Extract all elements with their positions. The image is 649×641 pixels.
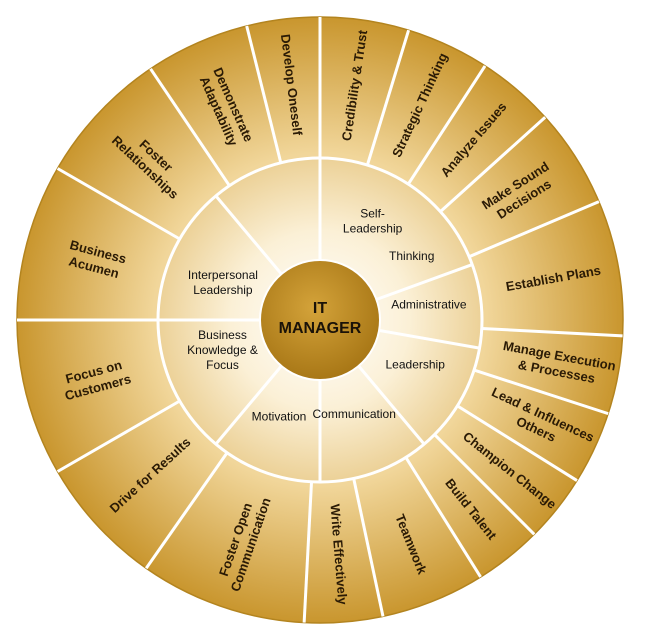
outer-divider	[439, 116, 547, 213]
outer-divider	[365, 29, 411, 166]
category-self-leadership-line: Self-	[360, 207, 385, 221]
outer-divider	[473, 368, 609, 416]
outer-divider	[481, 326, 623, 338]
outer-divider	[149, 67, 231, 187]
category-administrative: Administrative	[391, 298, 467, 312]
outer-divider	[352, 478, 385, 617]
category-business-knowledge-line: Focus	[206, 358, 239, 372]
inner-divider	[214, 364, 283, 446]
category-communication-line: Communication	[313, 407, 396, 421]
inner-labels: Self-LeadershipThinkingAdministrativeLea…	[187, 207, 467, 424]
outer-dividers	[17, 17, 623, 623]
category-business-knowledge-line: Knowledge &	[187, 343, 258, 357]
category-leadership: Leadership	[386, 357, 446, 371]
category-leadership-line: Leadership	[386, 357, 446, 371]
outer-divider	[456, 404, 578, 482]
category-interpersonal-leadership-line: Leadership	[193, 283, 253, 297]
inner-divider	[378, 328, 480, 350]
outer-divider	[144, 451, 229, 570]
center-title-line2: MANAGER	[279, 320, 362, 337]
inner-divider	[357, 364, 426, 446]
category-self-leadership: Self-Leadership	[343, 207, 403, 236]
outer-divider	[404, 456, 482, 578]
center-hub	[259, 259, 381, 381]
inner-divider	[214, 194, 283, 276]
inner-dividers	[158, 158, 480, 482]
outer-divider	[433, 433, 536, 536]
category-business-knowledge-line: Business	[198, 328, 247, 342]
outer-divider	[56, 167, 181, 241]
category-motivation: Motivation	[252, 410, 307, 424]
inner-divider	[375, 263, 473, 301]
outer-divider	[302, 481, 314, 623]
outer-divider	[406, 65, 487, 185]
category-interpersonal-leadership-line: Interpersonal	[188, 268, 258, 282]
outer-divider	[468, 200, 600, 259]
category-self-leadership-line: Leadership	[343, 222, 403, 236]
outer-divider	[245, 25, 283, 164]
category-motivation-line: Motivation	[252, 410, 307, 424]
category-administrative-line: Administrative	[391, 298, 467, 312]
center-title-line1: IT	[313, 300, 327, 317]
category-communication: Communication	[313, 407, 396, 421]
category-thinking-line: Thinking	[389, 249, 434, 263]
outer-divider	[56, 399, 181, 473]
category-thinking: Thinking	[389, 249, 434, 263]
